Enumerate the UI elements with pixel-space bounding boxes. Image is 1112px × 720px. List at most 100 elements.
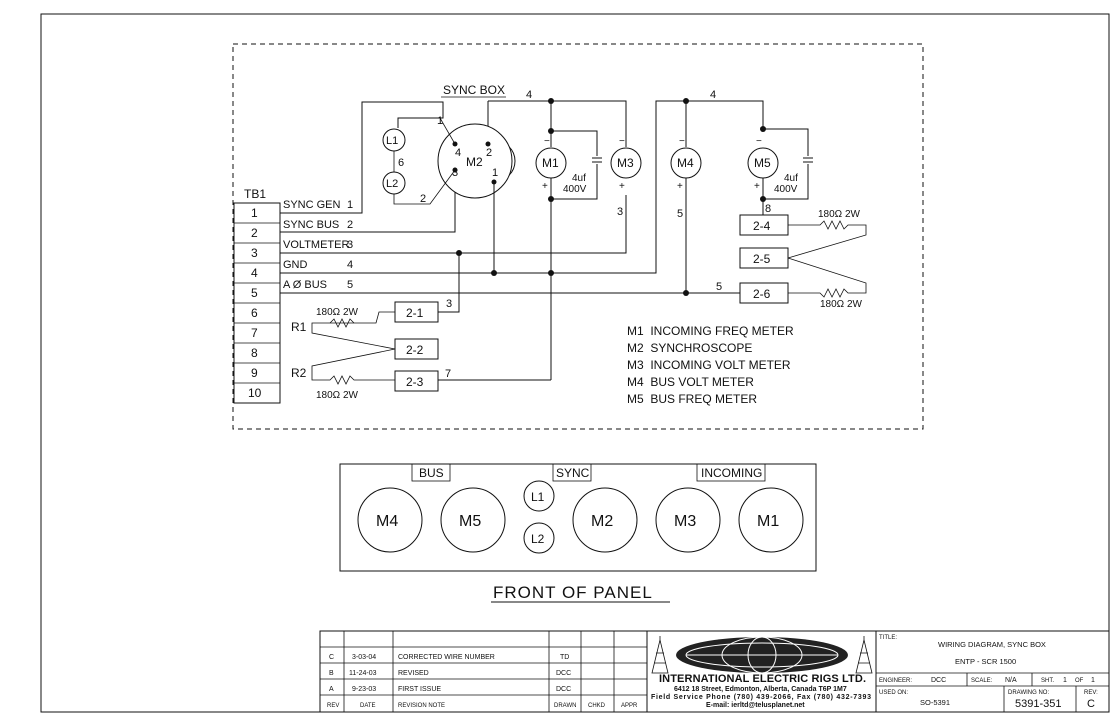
m5-label: M5 [754, 156, 771, 170]
rev-header-drawn: DRAWN [554, 703, 576, 709]
rev-header-appr: APPR [621, 703, 638, 709]
wire-gnd-label: GND [283, 259, 308, 271]
wire-sync-bus-label: SYNC BUS [283, 219, 339, 231]
engineer-value: DCC [931, 677, 946, 684]
rev-row2-note: REVISED [398, 670, 429, 677]
company-email: E-mail: ierltd@telusplanet.net [706, 702, 805, 709]
tb1-label: TB1 [244, 187, 266, 201]
terminal-10: 10 [248, 386, 262, 400]
sync-box-enclosure [232, 43, 924, 430]
node-4-right: 4 [710, 89, 716, 101]
m5-node-8: 8 [765, 203, 771, 215]
m5-minus: − [756, 136, 762, 147]
panel-l2-label: L2 [531, 532, 545, 546]
panel-meter-m1 [738, 487, 804, 553]
rev-row1-rev: C [329, 654, 334, 661]
title-line-1: WIRING DIAGRAM, SYNC BOX [938, 640, 1046, 649]
panel-meter-m4 [357, 487, 423, 553]
scale-value: N/A [1005, 677, 1017, 684]
node-5-right: 5 [716, 281, 722, 293]
panel-meter-m5 [440, 487, 506, 553]
company-logo [651, 636, 873, 674]
wire-voltmeter-num: 3 [347, 239, 353, 251]
panel-group-sync: SYNC [556, 466, 590, 480]
panel-m4-label: M4 [376, 513, 398, 530]
terminal-1: 1 [251, 206, 258, 220]
relay-2-1-label: 2-1 [406, 306, 424, 320]
sheet-border [40, 13, 1110, 713]
wire-voltmeter-label: VOLTMETER [283, 239, 349, 251]
of-label: OF [1075, 678, 1084, 684]
resistor-top-right [787, 220, 867, 259]
relay-2-3-label: 2-3 [406, 375, 424, 389]
meter-legend: M1 INCOMING FREQ METER M2 SYNCHROSCOPE M… [627, 324, 794, 406]
m1-minus: − [544, 136, 550, 147]
terminal-6: 6 [251, 306, 258, 320]
m2-pin-1: 1 [492, 167, 498, 179]
legend-m1: M1 INCOMING FREQ METER [627, 324, 794, 338]
rev-value: C [1087, 698, 1095, 710]
panel-caption: FRONT OF PANEL [493, 583, 653, 602]
lamp-l1-label: L1 [386, 135, 398, 147]
engineer-label: ENGINEER: [879, 678, 912, 684]
lamp-l2-label: L2 [386, 178, 398, 190]
used-on-label: USED ON: [879, 690, 908, 696]
legend-m3: M3 INCOMING VOLT METER [627, 358, 791, 372]
panel-group-bus: BUS [419, 466, 444, 480]
m2-pin-3: 3 [452, 167, 458, 179]
panel-m1-label: M1 [757, 513, 779, 530]
m1-plus: + [542, 181, 548, 192]
m4-node-5: 5 [677, 208, 683, 220]
lamp-mid-node: 6 [398, 157, 404, 169]
terminal-4: 4 [251, 266, 258, 280]
of-value: 1 [1091, 677, 1095, 684]
lamp-wire-2: 2 [420, 193, 426, 205]
company-phone: Field Service Phone (780) 439-2066, Fax … [651, 694, 871, 701]
res-rating-2: 180Ω 2W [820, 299, 863, 310]
scale-label: SCALE: [971, 678, 993, 684]
rev-header-note: REVISION NOTE [398, 703, 445, 709]
sheet-label: SHT. [1041, 678, 1054, 684]
wire-gnd-num: 4 [347, 259, 353, 271]
m2-pin-4: 4 [455, 147, 461, 159]
m2-pin-2: 2 [486, 147, 492, 159]
panel-lamp-l2 [523, 522, 555, 554]
cap2-voltage: 400V [774, 184, 798, 195]
r2-label: R2 [291, 366, 307, 380]
meter-m3 [610, 147, 642, 179]
m4-label: M4 [677, 156, 694, 170]
panel-meter-m3 [655, 487, 721, 553]
sheet-value: 1 [1063, 677, 1067, 684]
wire-a-bus-label: A Ø BUS [283, 279, 327, 291]
lamp-wire-1: 1 [437, 115, 443, 127]
m3-plus: + [619, 181, 625, 192]
resistor-bottom-right [787, 257, 867, 298]
terminal-5: 5 [251, 286, 258, 300]
wire-sync-bus-num: 2 [347, 219, 353, 231]
panel-lamp-l1 [523, 480, 555, 512]
m3-minus: − [619, 136, 625, 147]
wire-a-bus-num: 5 [347, 279, 353, 291]
panel-meter-m2 [572, 487, 638, 553]
m5-plus: + [754, 181, 760, 192]
wire-sync-gen-num: 1 [347, 199, 353, 211]
sync-box-title: SYNC BOX [443, 83, 505, 97]
terminal-block [233, 202, 281, 404]
rev-row3-rev: A [329, 686, 334, 693]
r2-rating: 180Ω 2W [316, 390, 359, 401]
rev-header-date: DATE [360, 703, 376, 709]
drawing-no-label: DRAWING NO: [1008, 690, 1049, 696]
legend-m4: M4 BUS VOLT METER [627, 375, 754, 389]
wire-sync-gen-label: SYNC GEN [283, 199, 341, 211]
relay-2-5-label: 2-5 [753, 252, 771, 266]
r1-label: R1 [291, 320, 307, 334]
terminal-7: 7 [251, 326, 258, 340]
tb-wires [280, 100, 764, 294]
node-7: 7 [445, 368, 451, 380]
res-rating-1: 180Ω 2W [818, 209, 861, 220]
m2-label: M2 [466, 155, 483, 169]
m1-label: M1 [542, 156, 559, 170]
resistor-r1 [329, 318, 355, 328]
node-4-left: 4 [526, 89, 532, 101]
